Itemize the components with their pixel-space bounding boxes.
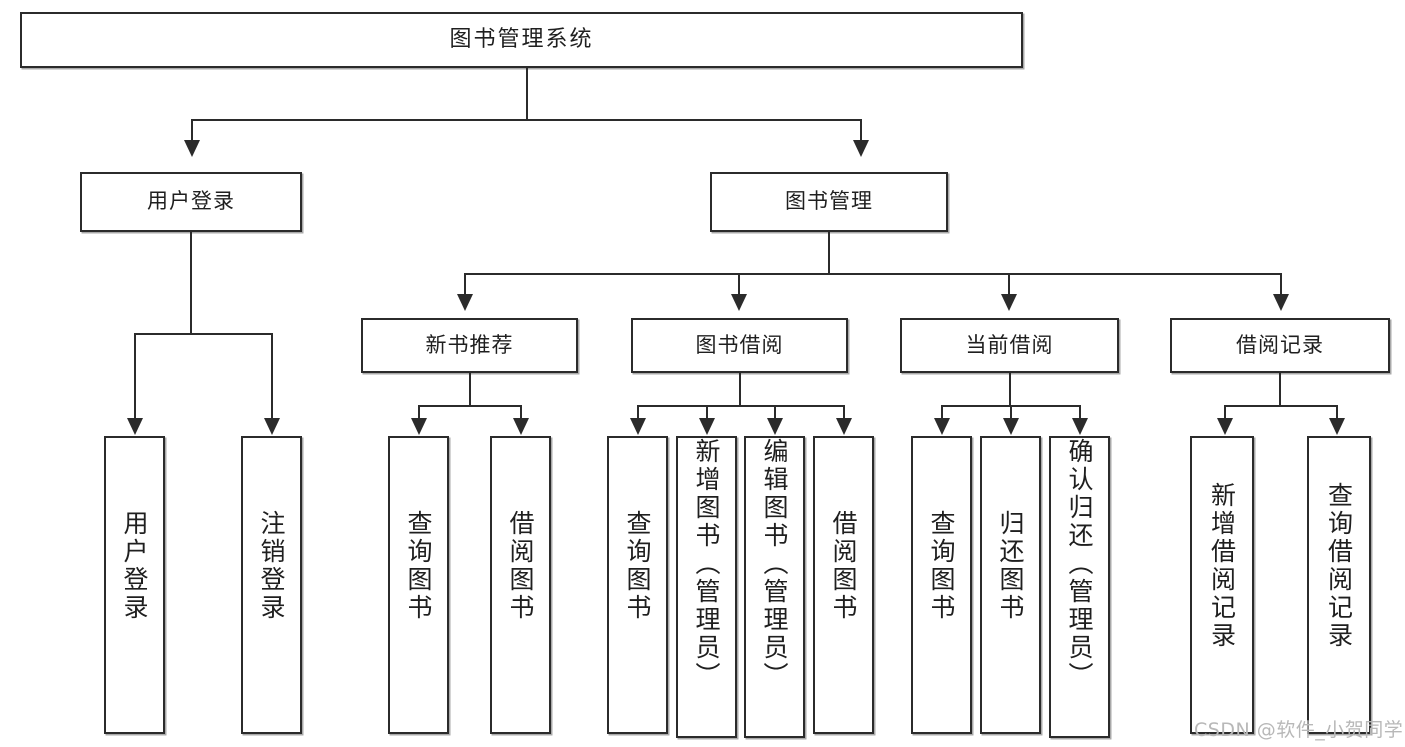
node-label: 借阅图书	[506, 510, 535, 622]
connector-user-login-drop-1	[271, 333, 273, 419]
connector-user-login-stem	[190, 232, 192, 334]
node-label: 图书管理系统	[449, 26, 594, 52]
arrowhead-borrow-1	[699, 418, 715, 435]
arrowhead-level2-1	[731, 294, 747, 311]
leaf-query-book-borrow[interactable]: 查询图书	[607, 436, 668, 734]
arrowhead-current-1	[1003, 418, 1019, 435]
node-label: 归还图书	[996, 510, 1025, 622]
arrowhead-user-login-0	[127, 418, 143, 435]
leaf-edit-book-admin[interactable]: 编辑图书（管理员）	[744, 436, 805, 738]
arrowhead-level2-3	[1273, 294, 1289, 311]
node-label: 查询图书	[404, 510, 433, 622]
node-book-management[interactable]: 图书管理	[710, 172, 948, 232]
arrowhead-borrow-2	[767, 418, 783, 435]
leaf-query-book-recommend[interactable]: 查询图书	[388, 436, 449, 734]
connector-borrow-drop-0	[637, 405, 639, 419]
leaf-borrow-book-recommend[interactable]: 借阅图书	[490, 436, 551, 734]
connector-borrow-bus	[637, 405, 844, 407]
node-user-login[interactable]: 用户登录	[80, 172, 302, 232]
connector-current-drop-1	[1010, 405, 1012, 419]
arrowhead-user-login-1	[264, 418, 280, 435]
leaf-return-book[interactable]: 归还图书	[980, 436, 1041, 734]
node-label: 图书借阅	[695, 332, 784, 357]
node-label: 查询图书	[927, 510, 956, 622]
connector-current-drop-2	[1079, 405, 1081, 419]
arrowhead-recommend-1	[513, 418, 529, 435]
node-new-book-recommend[interactable]: 新书推荐	[361, 318, 578, 373]
leaf-query-borrow-record[interactable]: 查询借阅记录	[1307, 436, 1371, 734]
node-borrow-record[interactable]: 借阅记录	[1170, 318, 1390, 373]
connector-level2-drop-2	[1008, 273, 1010, 295]
connector-level2-drop-0	[464, 273, 466, 295]
arrowhead-borrow-0	[630, 418, 646, 435]
node-label: 查询借阅记录	[1324, 482, 1354, 650]
leaf-user-login[interactable]: 用户登录	[104, 436, 165, 734]
connector-level2-drop-1	[738, 273, 740, 295]
node-label: 用户登录	[147, 189, 235, 214]
connector-current-stem	[1009, 373, 1011, 406]
node-label: 新书推荐	[425, 332, 514, 357]
connector-level1-bus	[191, 119, 861, 121]
connector-record-drop-0	[1224, 405, 1226, 419]
connector-record-drop-1	[1336, 405, 1338, 419]
connector-user-login-drop-0	[134, 333, 136, 419]
node-book-borrow[interactable]: 图书借阅	[631, 318, 848, 373]
connector-book-mgmt-stem	[828, 232, 830, 274]
connector-user-login-bus	[134, 333, 272, 335]
arrowhead-current-0	[934, 418, 950, 435]
arrowhead-current-2	[1072, 418, 1088, 435]
connector-recommend-drop-0	[418, 405, 420, 419]
connector-root-stem	[526, 68, 528, 120]
arrowhead-level2-2	[1001, 294, 1017, 311]
connector-level1-drop-1	[860, 119, 862, 141]
node-label: 借阅图书	[829, 510, 858, 622]
leaf-logout[interactable]: 注销登录	[241, 436, 302, 734]
arrowhead-level1-0	[184, 140, 200, 157]
arrowhead-record-1	[1329, 418, 1345, 435]
arrowhead-recommend-0	[411, 418, 427, 435]
arrowhead-level1-1	[853, 140, 869, 157]
node-label: 图书管理	[785, 189, 873, 214]
leaf-confirm-return-admin[interactable]: 确认归还（管理员）	[1049, 436, 1110, 738]
connector-current-drop-0	[941, 405, 943, 419]
connector-borrow-drop-3	[843, 405, 845, 419]
connector-record-bus	[1224, 405, 1337, 407]
connector-level1-drop-0	[191, 119, 193, 141]
node-label: 新增图书（管理员）	[692, 438, 721, 690]
node-label: 查询图书	[623, 510, 652, 622]
arrowhead-record-0	[1217, 418, 1233, 435]
connector-recommend-bus	[418, 405, 521, 407]
node-label: 确认归还（管理员）	[1065, 438, 1094, 690]
connector-record-stem	[1279, 373, 1281, 406]
leaf-add-borrow-record[interactable]: 新增借阅记录	[1190, 436, 1254, 734]
connector-borrow-stem	[739, 373, 741, 406]
leaf-query-book-current[interactable]: 查询图书	[911, 436, 972, 734]
node-root-book-management-system[interactable]: 图书管理系统	[20, 12, 1023, 68]
connector-level2-bus	[464, 273, 1281, 275]
connector-recommend-drop-1	[520, 405, 522, 419]
connector-level2-drop-3	[1280, 273, 1282, 295]
connector-borrow-drop-2	[774, 405, 776, 419]
connector-recommend-stem	[469, 373, 471, 406]
node-label: 注销登录	[257, 510, 286, 622]
node-current-borrow[interactable]: 当前借阅	[900, 318, 1119, 373]
arrowhead-borrow-3	[836, 418, 852, 435]
node-label: 借阅记录	[1236, 332, 1324, 357]
leaf-borrow-book[interactable]: 借阅图书	[813, 436, 874, 734]
connector-borrow-drop-1	[706, 405, 708, 419]
node-label: 编辑图书（管理员）	[760, 438, 789, 690]
arrowhead-level2-0	[457, 294, 473, 311]
leaf-add-book-admin[interactable]: 新增图书（管理员）	[676, 436, 737, 738]
node-label: 当前借阅	[965, 332, 1054, 357]
node-label: 新增借阅记录	[1207, 482, 1237, 650]
node-label: 用户登录	[120, 510, 149, 622]
